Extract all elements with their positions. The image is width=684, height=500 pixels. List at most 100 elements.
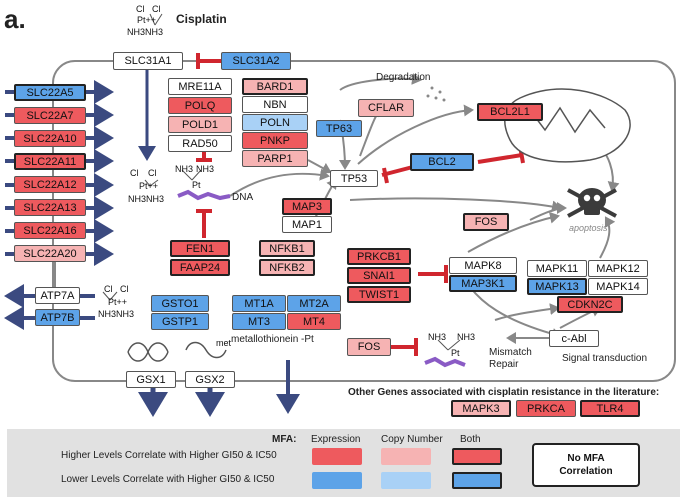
gene-slc22a11: SLC22A11 [14, 153, 86, 170]
gene-bard1: BARD1 [242, 78, 308, 95]
degradation-dots [426, 86, 446, 102]
dna-adduct-pt: Pt [192, 180, 201, 190]
gene-map3k1: MAP3K1 [449, 275, 517, 292]
cisplatin-nh3: NH3NH3 [127, 27, 164, 37]
mismatch-nh3-1: NH3 [428, 332, 447, 342]
gene-slc22a7: SLC22A7 [14, 107, 86, 124]
gene-rad50: RAD50 [168, 135, 232, 152]
gene-mt1a: MT1A [232, 295, 286, 312]
gene-fos-bottom: FOS [347, 338, 391, 356]
gene-cdkn2c: CDKN2C [557, 296, 623, 313]
gene-faap24: FAAP24 [170, 259, 230, 276]
gene-polq: POLQ [168, 97, 232, 114]
gene-mt3: MT3 [232, 313, 286, 330]
legend-no-mfa: No MFA Correlation [532, 443, 640, 487]
cisplatin-cl-1: Cl [136, 4, 145, 14]
metallothionein-label: metallothionein -Pt [231, 334, 314, 345]
gene-gsx1: GSX1 [126, 371, 176, 388]
gene-fen1: FEN1 [170, 240, 230, 257]
dna-adduct-nh3-2: NH3 [196, 164, 215, 174]
gene-prkca: PRKCA [516, 400, 576, 417]
efflux-pt: Pt++ [108, 297, 128, 307]
legend-panel: MFA: Expression Copy Number Both Higher … [7, 429, 680, 497]
legend-col-both: Both [460, 434, 481, 445]
panel-label: a. [4, 4, 26, 34]
legend-swatch-lower-expression [312, 472, 362, 489]
gene-slc31a2: SLC31A2 [221, 52, 291, 70]
gene-mre11a: MRE11A [168, 78, 232, 95]
gene-mapk14: MAPK14 [588, 278, 648, 295]
legend-col-expression: Expression [311, 434, 361, 445]
skull-icon [567, 188, 617, 218]
efflux-cl-2: Cl [120, 284, 129, 294]
legend-swatch-higher-both [452, 448, 502, 465]
mitochondrion-shape [504, 88, 631, 163]
cisplatin-label: Cisplatin [176, 12, 227, 26]
mismatch-pt: Pt [451, 348, 460, 358]
dna-adduct-nh3-1: NH3 [175, 164, 194, 174]
legend-swatch-higher-copy [381, 448, 431, 465]
gene-prkcb1: PRKCB1 [347, 248, 411, 265]
gene-mt2a: MT2A [287, 295, 341, 312]
dna-label: DNA [232, 192, 254, 203]
met-label: met [216, 338, 232, 348]
gene-gsx2: GSX2 [185, 371, 235, 388]
legend-swatch-lower-both [452, 472, 502, 489]
cell-membrane [52, 60, 676, 382]
gene-slc22a10: SLC22A10 [14, 130, 86, 147]
gene-pnkp: PNKP [242, 132, 308, 149]
gene-parp1: PARP1 [242, 150, 308, 167]
gene-slc22a12: SLC22A12 [14, 176, 86, 193]
gene-tp53: TP53 [330, 170, 378, 187]
gene-mt4: MT4 [287, 313, 341, 330]
gene-snai1: SNAI1 [347, 267, 411, 284]
degradation-label: Degradation [376, 72, 431, 83]
gene-fos-top: FOS [463, 213, 509, 231]
cisplatin-cl-2: Cl [152, 4, 161, 14]
gene-nbn: NBN [242, 96, 308, 113]
legend-no-mfa-text: No MFA Correlation [559, 453, 613, 477]
apoptosis-label: apoptosis [569, 223, 608, 233]
gene-gstp1: GSTP1 [151, 313, 209, 330]
mismatch-repair-label: Mismatch Repair [489, 347, 532, 370]
intracellular-nh3: NH3NH3 [128, 194, 165, 204]
gene-tlr4: TLR4 [580, 400, 640, 417]
legend-row-higher: Higher Levels Correlate with Higher GI50… [61, 450, 277, 461]
gene-bcl2: BCL2 [410, 153, 474, 171]
inhibit-lines [196, 53, 525, 356]
gene-c-abl: c-Abl [549, 330, 599, 347]
gene-map3: MAP3 [282, 198, 332, 215]
mismatch-nh3-2: NH3 [457, 332, 476, 342]
helix-sketches [127, 341, 227, 362]
dna-strand [177, 189, 231, 201]
efflux-nh3: NH3NH3 [98, 309, 135, 319]
gene-nfkb1: NFKB1 [259, 240, 315, 257]
gene-cflar: CFLAR [358, 99, 414, 117]
efflux-cl-1: Cl [104, 284, 113, 294]
gene-twist1: TWIST1 [347, 286, 411, 303]
gene-mapk12: MAPK12 [588, 260, 648, 277]
gene-slc22a16: SLC22A16 [14, 222, 86, 239]
legend-row-lower: Lower Levels Correlate with Higher GI50 … [61, 474, 275, 485]
dna-strand-mismatch [424, 356, 466, 368]
gene-mapk8: MAPK8 [449, 257, 517, 274]
cisplatin-pt: Pt++ [137, 15, 157, 25]
gene-tp63: TP63 [316, 120, 362, 137]
signal-transduction-label: Signal transduction [562, 353, 648, 364]
gsx-arrows [138, 386, 225, 417]
legend-col-copy-number: Copy Number [381, 434, 443, 445]
gene-poln: POLN [242, 114, 308, 131]
signal-arrows [229, 72, 620, 344]
other-genes-title: Other Genes associated with cisplatin re… [348, 387, 660, 398]
gene-mapk13: MAPK13 [527, 278, 587, 295]
gene-mapk3: MAPK3 [451, 400, 511, 417]
intracellular-pt: Pt++ [139, 181, 159, 191]
gene-gsto1: GSTO1 [151, 295, 209, 312]
gene-slc22a20: SLC22A20 [14, 245, 86, 262]
gene-pold1: POLD1 [168, 116, 232, 133]
gene-nfkb2: NFKB2 [259, 259, 315, 276]
gene-atp7b: ATP7B [35, 309, 80, 326]
gene-mapk11: MAPK11 [527, 260, 587, 277]
